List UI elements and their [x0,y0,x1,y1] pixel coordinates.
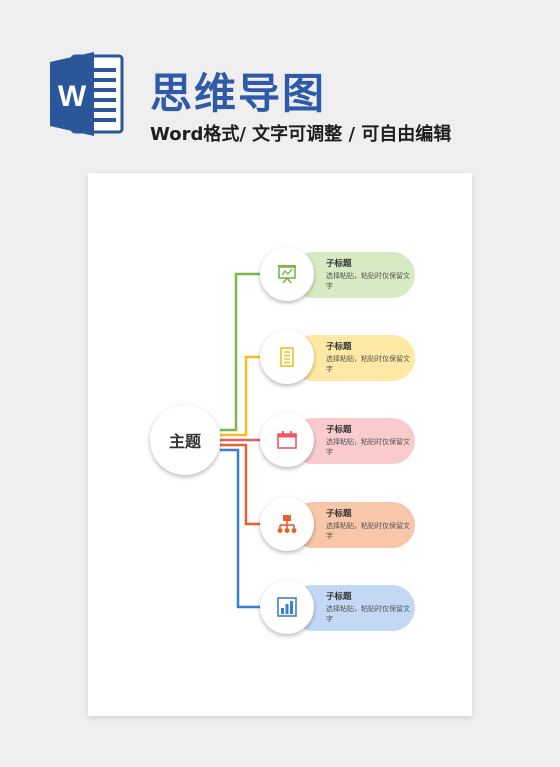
document-page: 主题 子标题 选择粘贴，粘贴时仅保留文字 子标 [88,173,472,716]
branch-icon-circle [260,247,314,301]
org-chart-icon [277,515,297,533]
word-logo-icon: W [50,52,124,136]
branch-title: 子标题 [326,592,352,602]
connector-line-green [220,272,263,432]
branch-description: 选择粘贴，粘贴时仅保留文字 [326,272,410,290]
page-subtitle: Word格式/ 文字可调整 / 可自由编辑 [150,124,452,145]
branch-icon-circle [260,413,314,467]
branch-description: 选择粘贴，粘贴时仅保留文字 [326,522,410,540]
page-title: 思维导图 [150,69,327,118]
branch-node: 子标题 选择粘贴，粘贴时仅保留文字 [260,497,415,551]
bar-chart-icon [277,597,297,617]
branch-node: 子标题 选择粘贴，粘贴时仅保留文字 [260,247,415,301]
branch-description: 选择粘贴，粘贴时仅保留文字 [326,355,410,373]
header: W 思维导图 Word格式/ 文字可调整 / 可自由编辑 [0,0,560,160]
branch-icon-circle [260,330,314,384]
branch-node: 子标题 选择粘贴，粘贴时仅保留文字 [260,330,415,384]
calendar-icon [277,431,297,449]
presentation-board-icon [278,265,296,284]
branch-node: 子标题 选择粘贴，粘贴时仅保留文字 [260,580,415,634]
central-topic: 主题 [150,405,220,475]
branch-description: 选择粘贴，粘贴时仅保留文字 [326,438,410,456]
branch-node: 子标题 选择粘贴，粘贴时仅保留文字 [260,413,415,467]
branch-title: 子标题 [326,425,352,435]
connector-line-orange [220,443,263,526]
connector-line-blue [220,448,263,609]
connector-line-yellow [220,355,263,437]
word-logo-letter: W [58,80,87,113]
connector-lines [220,272,263,609]
branch-description: 选择粘贴，粘贴时仅保留文字 [326,605,410,623]
branch-title: 子标题 [326,259,352,269]
branch-title: 子标题 [326,509,352,519]
branch-icon-circle [260,497,314,551]
document-list-icon [280,347,294,367]
branch-title: 子标题 [326,342,352,352]
branch-icon-circle [260,580,314,634]
